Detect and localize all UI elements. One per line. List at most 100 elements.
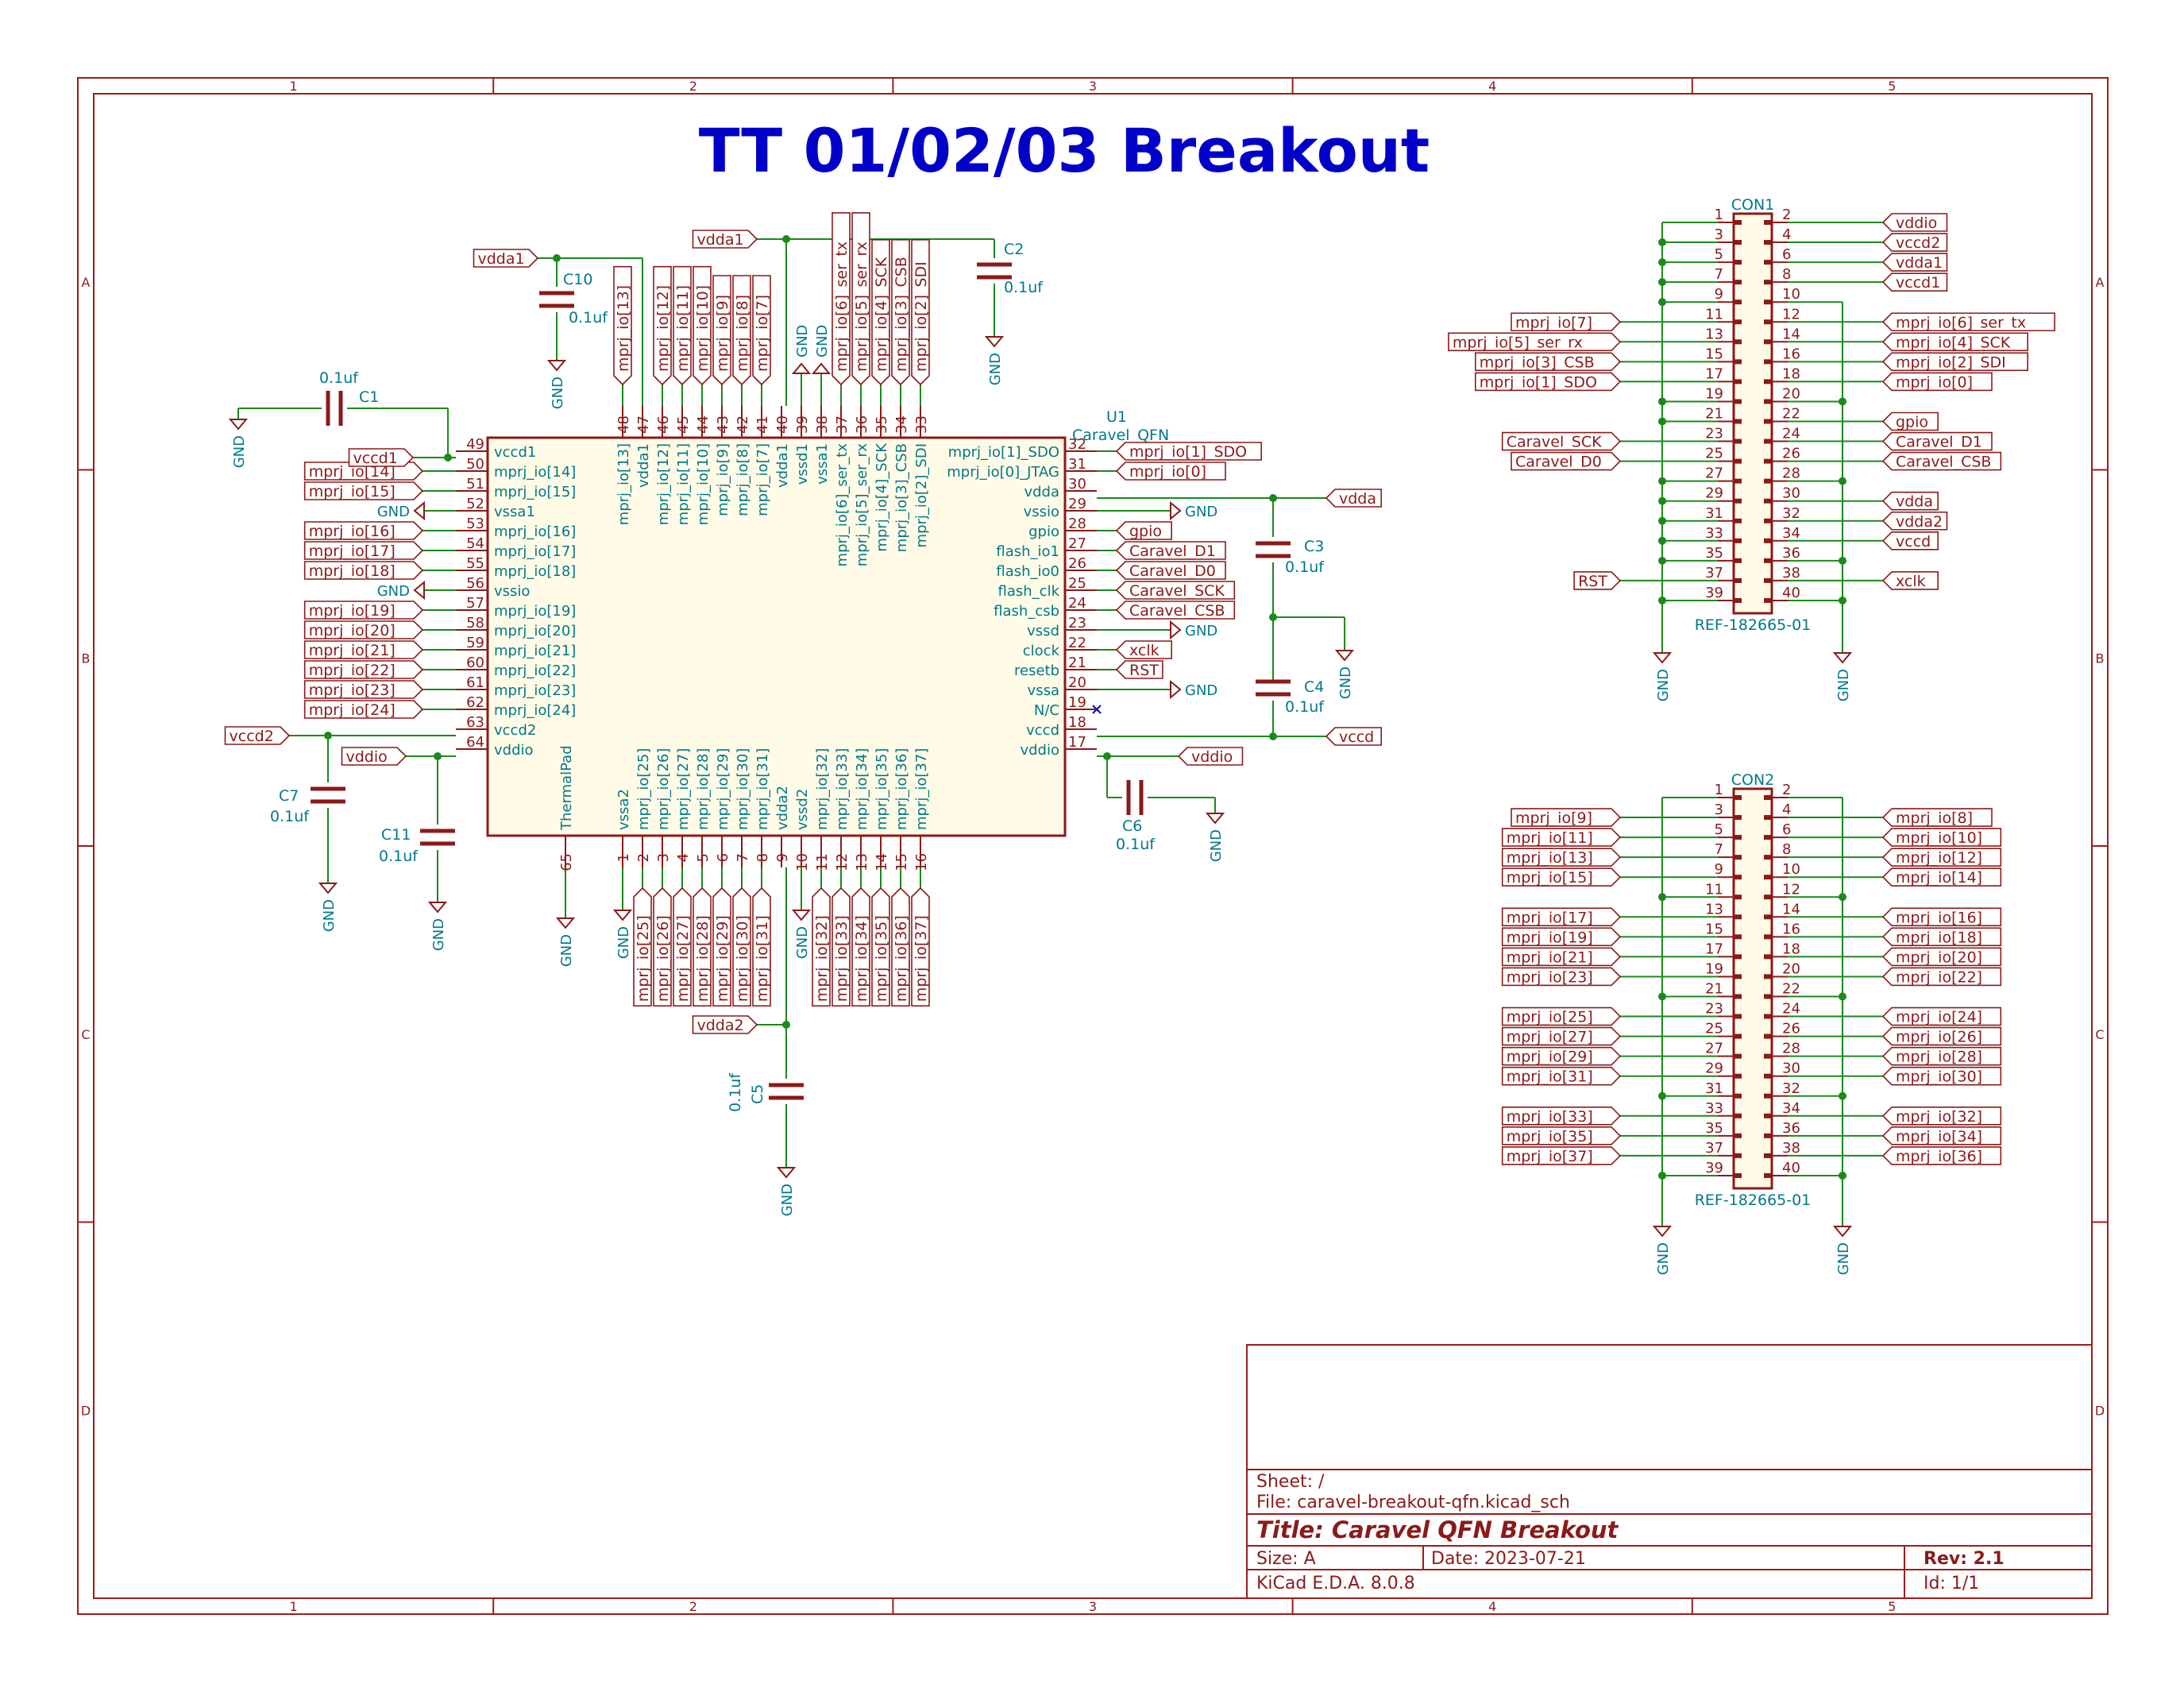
net-vccd2: vccd2 [224, 726, 291, 745]
net-label-box [1881, 372, 1993, 392]
u1-pin-number: 53 [466, 516, 484, 532]
pin-stub [1734, 260, 1742, 265]
con2-net-label: mprj_io[9] [1511, 808, 1622, 827]
pin-stub [1764, 558, 1772, 563]
con2-pin-number: 8 [1782, 841, 1791, 858]
net-label-box [1501, 1066, 1622, 1086]
net-label-text: mprj_io[9] [714, 295, 731, 372]
u1-pin-number: 16 [913, 853, 930, 871]
net-label-text: mprj_io[18] [309, 562, 396, 580]
pin-stub [1764, 1033, 1772, 1039]
net-vddio-right: vddio [1177, 747, 1244, 766]
con1-pin-number: 27 [1705, 465, 1723, 482]
u1-net-label: mprj_io[34] [851, 886, 870, 1007]
u1-pin-name: mprj_io[25] [635, 748, 652, 830]
gnd-triangle [1832, 652, 1853, 664]
con2-pin-number: 3 [1715, 802, 1723, 818]
con1-net-label: vccd2 [1881, 233, 1948, 252]
cap-ref: C10 [563, 271, 592, 288]
u1-net-label: mprj_io[3]_CSB [891, 238, 910, 386]
c5-gnd: GND [776, 1157, 797, 1216]
u1-pin-number: 29 [1068, 496, 1086, 512]
u1-gnd: GND [791, 899, 812, 959]
net-label-text: mprj_io[12] [1896, 849, 1982, 867]
u1-net-label: mprj_io[36] [891, 886, 910, 1007]
con2-pin-number: 17 [1705, 941, 1723, 957]
u1-pin-name: vdda1 [774, 443, 791, 488]
u1-pin-name: vccd1 [494, 444, 536, 461]
con2-net-label: mprj_io[20] [1881, 947, 2002, 966]
u1-gnd: GND [612, 899, 633, 959]
u1-pin-name: mprj_io[16] [494, 523, 576, 540]
pin-stub [1764, 1093, 1772, 1099]
u1-pin-number: 30 [1068, 476, 1086, 492]
gnd-label: GND [987, 353, 1004, 385]
u1-pin-name: ThermalPad [558, 745, 575, 831]
gnd-triangle [413, 580, 425, 601]
net-label-text: mprj_io[3]_CSB [1480, 353, 1595, 371]
u1-net-label: Caravel_D1 [1115, 541, 1226, 560]
net-label-box [1881, 808, 1993, 827]
con2-net-label: mprj_io[8] [1881, 808, 1993, 827]
net-label-box [303, 541, 424, 560]
net-label-text: mprj_io[20] [309, 622, 396, 639]
net-vdda: vdda [1325, 489, 1382, 508]
con1-net-label: mprj_io[2]_SDI [1881, 352, 2028, 371]
gnd-triangle [1334, 650, 1355, 662]
cap-ref: C2 [1004, 241, 1024, 258]
net-label-text: mprj_io[22] [1896, 968, 1982, 986]
con2-pin-number: 34 [1782, 1100, 1800, 1117]
con1-net-label: Caravel_CSB [1881, 451, 2002, 471]
con2-net-label: mprj_io[14] [1881, 867, 2002, 886]
junction-dot [444, 454, 452, 462]
pin-stub [1764, 538, 1772, 543]
con2-pin-number: 26 [1782, 1021, 1800, 1037]
con1-net-label: gpio [1881, 411, 1939, 431]
u1-pin-number: 47 [635, 415, 652, 434]
net-label-box [1501, 848, 1622, 867]
gnd-triangle [1652, 1226, 1673, 1238]
net-label-box [832, 212, 851, 386]
con2-pin-number: 2 [1782, 782, 1791, 798]
con1-pin-number: 32 [1782, 505, 1800, 522]
pin-stub [1764, 597, 1772, 603]
u1-net-label: RST [1115, 660, 1163, 679]
u1-pin-name: mprj_io[8] [735, 443, 751, 516]
con2-net-label: mprj_io[33] [1501, 1107, 1622, 1126]
u1-pin-name: flash_io0 [996, 563, 1059, 580]
con1-pin-number: 23 [1705, 426, 1723, 442]
gnd-triangle [546, 360, 567, 372]
net-label-text: Caravel_SCK [1129, 582, 1225, 600]
pin-stub [1734, 1073, 1742, 1079]
pin-stub [1734, 359, 1742, 365]
net-label-text: mprj_io[21] [309, 642, 396, 659]
net-label-box [1881, 967, 2002, 987]
title-block-date: Date: 2023-07-21 [1431, 1549, 1586, 1569]
net-label-text: mprj_io[22] [309, 662, 396, 679]
con2-pin-number: 13 [1705, 901, 1723, 917]
con1-pin-number: 19 [1705, 385, 1723, 402]
con2-pin-number: 18 [1782, 941, 1800, 957]
u1-pin-number: 31 [1068, 456, 1086, 473]
border-col-label: 3 [1089, 79, 1097, 94]
pin-stub [1764, 1133, 1772, 1138]
net-label-text: mprj_io[21] [1507, 948, 1593, 966]
u1-pin-number: 3 [655, 853, 672, 862]
con1-net-label: mprj_io[3]_CSB [1475, 352, 1622, 371]
gnd-triangle [1205, 813, 1225, 825]
u1-pin-number: 60 [466, 655, 484, 671]
u1-pin-number: 44 [695, 415, 712, 434]
net-label-text: mprj_io[37] [1507, 1148, 1593, 1165]
con2-net-label: mprj_io[23] [1501, 967, 1622, 986]
u1-pin-number: 23 [1068, 615, 1086, 632]
pin-stub [1734, 438, 1742, 444]
net-label-text: mprj_io[15] [309, 483, 396, 500]
u1-pin-name: mprj_io[18] [494, 563, 576, 580]
con2-net-label: mprj_io[36] [1881, 1146, 2002, 1165]
gnd-label: GND [1185, 504, 1217, 520]
net-label-text: mprj_io[27] [674, 915, 692, 1002]
net-label-text: RST [1578, 573, 1607, 590]
net-label-text: mprj_io[4]_SCK [1896, 334, 2011, 351]
cap-value: 0.1uf [1285, 558, 1325, 576]
con2-net-label: mprj_io[27] [1501, 1026, 1622, 1046]
